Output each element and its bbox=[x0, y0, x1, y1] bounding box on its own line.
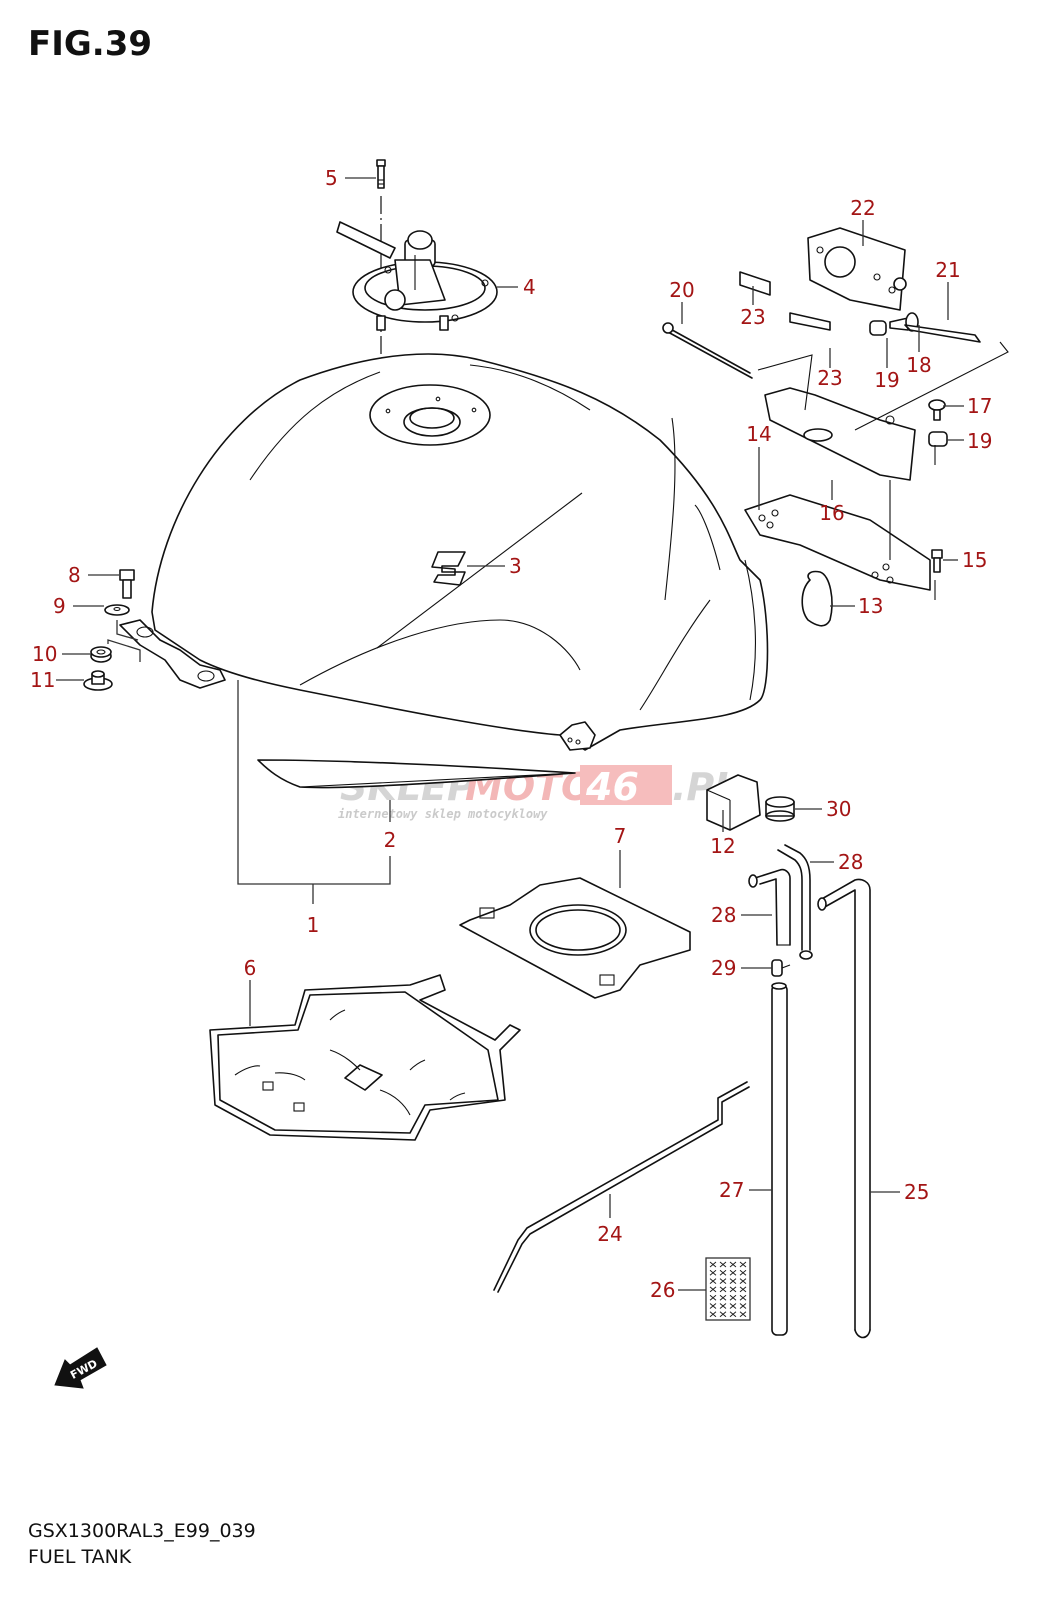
mesh-cross bbox=[729, 1294, 737, 1301]
mesh-cross bbox=[709, 1261, 717, 1268]
callout-26: 26 bbox=[650, 1278, 675, 1302]
part-front-mount-hardware bbox=[83, 569, 141, 691]
mesh-cross bbox=[729, 1269, 737, 1276]
callout-14: 14 bbox=[746, 422, 771, 446]
figure-footer: GSX1300RAL3_E99_039 FUEL TANK bbox=[28, 1518, 256, 1570]
part-collar bbox=[765, 796, 795, 822]
callout-25: 25 bbox=[904, 1180, 929, 1204]
mesh-cross bbox=[709, 1269, 717, 1276]
callout-20: 20 bbox=[669, 278, 694, 302]
callout-24: 24 bbox=[597, 1222, 622, 1246]
callout-28a: 28 bbox=[838, 850, 863, 874]
callout-28b: 28 bbox=[711, 903, 736, 927]
part-prop-rod bbox=[493, 1081, 750, 1293]
fwd-orientation-badge: FWD bbox=[54, 1347, 107, 1389]
mesh-cross bbox=[739, 1303, 747, 1309]
part-mesh-pad bbox=[705, 1257, 751, 1321]
callout-21: 21 bbox=[935, 258, 960, 282]
callout-6: 6 bbox=[244, 956, 257, 980]
part-fuel-cap bbox=[336, 221, 498, 331]
callout-4: 4 bbox=[523, 275, 536, 299]
mesh-cross bbox=[729, 1261, 737, 1268]
callout-3: 3 bbox=[509, 554, 522, 578]
mesh-cross bbox=[709, 1286, 717, 1293]
callout-12: 12 bbox=[710, 834, 735, 858]
callout-7: 7 bbox=[614, 824, 627, 848]
callout-23b: 23 bbox=[817, 366, 842, 390]
mesh-cross bbox=[719, 1303, 727, 1309]
mesh-cross bbox=[739, 1261, 747, 1268]
watermark-badge bbox=[580, 765, 672, 805]
mesh-cross bbox=[729, 1303, 737, 1309]
mesh-cross bbox=[739, 1286, 747, 1293]
part-emblem bbox=[431, 551, 466, 586]
mesh-cross bbox=[739, 1311, 747, 1318]
callout-9: 9 bbox=[53, 594, 66, 618]
callout-22: 22 bbox=[850, 196, 875, 220]
part-tank-side-trim bbox=[257, 759, 576, 789]
mesh-cross bbox=[719, 1286, 727, 1293]
callout-8: 8 bbox=[68, 563, 81, 587]
mesh-cross bbox=[719, 1278, 727, 1284]
callout-11: 11 bbox=[30, 668, 55, 692]
callout-bracket-1 bbox=[237, 680, 391, 885]
mesh-cross bbox=[729, 1286, 737, 1293]
section-name: FUEL TANK bbox=[28, 1546, 132, 1568]
callout-16: 16 bbox=[819, 501, 844, 525]
mesh-cross bbox=[709, 1294, 717, 1301]
mesh-cross bbox=[709, 1278, 717, 1284]
callout-18: 18 bbox=[906, 353, 931, 377]
watermark-brand-3: 46 bbox=[585, 765, 639, 809]
mesh-cross bbox=[729, 1278, 737, 1284]
mesh-cross bbox=[729, 1311, 737, 1318]
callout-2: 2 bbox=[384, 828, 397, 852]
mesh-cross bbox=[739, 1294, 747, 1301]
mesh-cross bbox=[719, 1261, 727, 1268]
mesh-cross bbox=[739, 1269, 747, 1276]
mesh-cross bbox=[709, 1311, 717, 1318]
callout-30: 30 bbox=[826, 797, 851, 821]
part-tank-cover-mat bbox=[209, 974, 521, 1141]
leader-lines bbox=[56, 177, 964, 1291]
callout-27: 27 bbox=[719, 1178, 744, 1202]
mesh-cross bbox=[739, 1278, 747, 1284]
part-gasket-plate bbox=[459, 877, 691, 999]
callout-labels: 1 2 3 4 5 6 7 8 9 10 11 12 13 14 15 16 1… bbox=[30, 166, 992, 1302]
mesh-cross bbox=[719, 1294, 727, 1301]
callout-29: 29 bbox=[711, 956, 736, 980]
watermark-tagline: internetowy sklep motocyklowy bbox=[338, 807, 548, 821]
callout-15: 15 bbox=[962, 548, 987, 572]
forward-arrow-icon bbox=[54, 1347, 107, 1389]
part-hinge-assembly bbox=[662, 227, 1009, 627]
callout-13: 13 bbox=[858, 594, 883, 618]
model-code: GSX1300RAL3_E99_039 bbox=[28, 1520, 256, 1542]
part-cushion-block bbox=[706, 774, 761, 831]
callout-19a: 19 bbox=[874, 368, 899, 392]
callout-23a: 23 bbox=[740, 305, 765, 329]
mesh-cross bbox=[719, 1269, 727, 1276]
callout-5: 5 bbox=[325, 166, 338, 190]
part-cap-bolt bbox=[376, 159, 386, 189]
figure-title: FIG.39 bbox=[28, 24, 153, 64]
callout-10: 10 bbox=[32, 642, 57, 666]
callout-17: 17 bbox=[967, 394, 992, 418]
callout-1: 1 bbox=[307, 913, 320, 937]
mesh-cross bbox=[709, 1303, 717, 1309]
callout-19b: 19 bbox=[967, 429, 992, 453]
mesh-cross bbox=[719, 1311, 727, 1318]
part-hoses bbox=[748, 844, 871, 1339]
